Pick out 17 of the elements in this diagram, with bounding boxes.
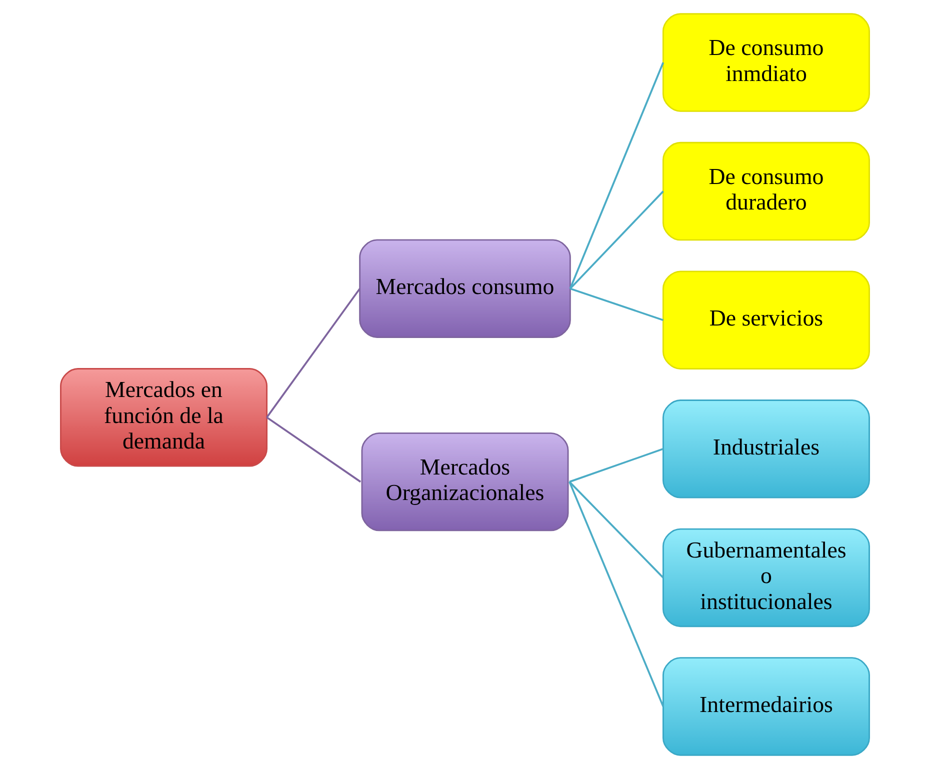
- node-box: Gubernamentales o institucionales: [662, 528, 870, 628]
- connector: [570, 190, 664, 290]
- node-box: Industriales: [662, 400, 870, 498]
- node-box: De servicios: [662, 270, 870, 370]
- connector: [570, 288, 664, 321]
- connector: [569, 448, 664, 483]
- node-box: Intermedairios: [662, 657, 870, 756]
- node-box: Mercados Organizacionales: [361, 432, 569, 532]
- node-box: Mercados consumo: [359, 239, 571, 338]
- connector: [266, 416, 362, 483]
- connector: [568, 481, 664, 707]
- node-box: De consumo duradero: [662, 142, 870, 241]
- connector: [568, 481, 664, 578]
- connector: [569, 62, 664, 289]
- node-box: Mercados en función de la demanda: [60, 368, 268, 467]
- node-box: De consumo inmdiato: [662, 13, 870, 112]
- connector: [266, 288, 361, 418]
